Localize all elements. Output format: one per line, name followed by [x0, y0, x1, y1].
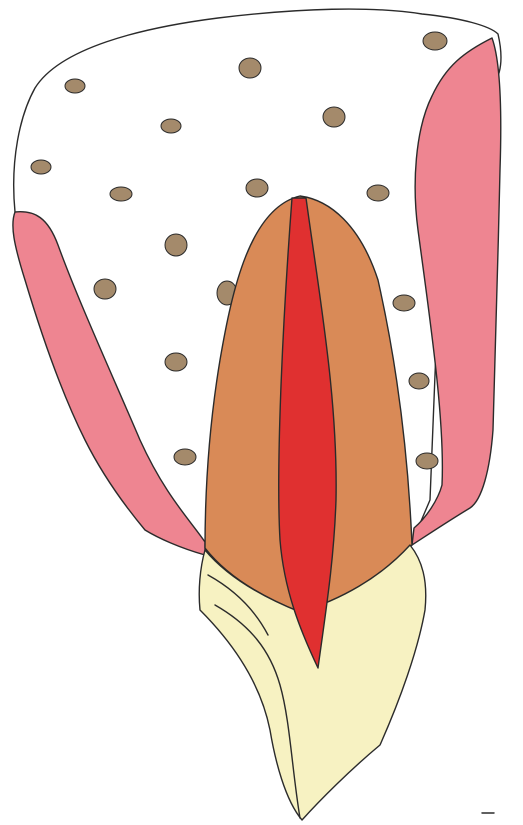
trabecular-spot: [65, 79, 85, 93]
trabecular-spot: [423, 32, 447, 50]
trabecular-spot: [323, 107, 345, 127]
trabecular-spot: [409, 373, 429, 389]
trabecular-spot: [165, 234, 187, 256]
trabecular-spot: [239, 58, 261, 78]
trabecular-spot: [94, 279, 116, 299]
trabecular-spot: [367, 185, 389, 201]
trabecular-spot: [31, 160, 51, 174]
trabecular-spot: [110, 187, 132, 201]
trabecular-spot: [174, 449, 196, 465]
trabecular-spot: [165, 353, 187, 371]
trabecular-spot: [246, 179, 268, 197]
trabecular-spot: [416, 453, 438, 469]
trabecular-spot: [161, 119, 181, 133]
trabecular-spot: [393, 295, 415, 311]
